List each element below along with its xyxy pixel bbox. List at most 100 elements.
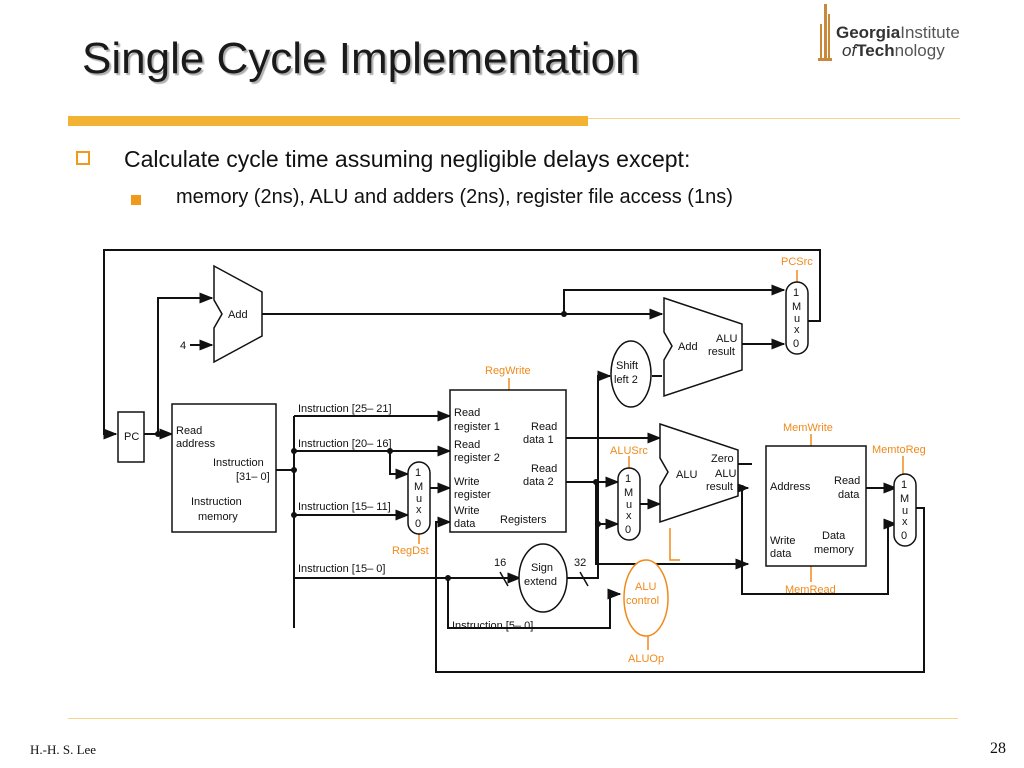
mux-label-x: x [416,504,422,516]
wire-funct [447,578,622,629]
signal-aluop: ALUOp [628,653,664,665]
logo-tech: Tech [856,41,894,60]
logo-institute: Institute [900,23,960,42]
main-alu [659,422,739,524]
wire-imm32 [566,518,620,579]
shift-left-2 [610,340,652,408]
signal-alusrc: ALUSrc [610,445,648,457]
pc-label: PC [124,431,139,443]
imem-name-1: Instruction [191,496,242,508]
reg-name: Registers [500,514,547,526]
branch-adder [663,296,743,398]
wire-rt-to-mux [389,451,410,480]
shift-label-1: Shift [616,360,638,372]
reg-rdata2-1: Read [531,463,557,475]
alu-zero-label: Zero [711,453,734,465]
reg-rdata2-2: data 2 [523,476,554,488]
mux-label-m: M [624,487,633,499]
alusrc-mux [617,467,641,541]
alu-result-1: ALU [715,468,736,480]
reg-wdata-2: data [454,518,476,530]
reg-rdata1-2: data 1 [523,434,554,446]
wire-pc-next [103,249,821,440]
label-instr-15-0: Instruction [15– 0] [298,563,385,575]
reg-read2-1: Read [454,439,480,451]
title-underline-bar [68,116,588,126]
wire-pc-to-add [157,292,214,434]
mux-label-0: 0 [625,524,631,536]
mux-label-x: x [626,510,632,522]
reg-read1-2: register 1 [454,421,500,433]
instruction-memory [171,403,277,533]
wire-imm-to-shift [597,370,612,524]
mux-label-0: 0 [415,518,421,530]
dmem-name-2: memory [814,544,854,556]
imem-read-2: address [176,438,216,450]
bus-width-32: 32 [574,557,586,569]
dmem-read-1: Read [834,475,860,487]
alu-result-2: result [706,481,733,493]
constant-four: 4 [180,340,186,352]
filled-square-bullet-icon [131,195,141,205]
pc-adder [213,264,263,364]
imem-instr-2: [31– 0] [236,471,270,483]
pc-register [117,411,145,463]
logo-georgia: Georgia [836,23,901,42]
reg-read1-1: Read [454,407,480,419]
mux-label-0: 0 [901,530,907,542]
register-file [449,389,567,533]
alu-label: ALU [676,469,697,481]
regdst-mux [407,461,431,535]
data-memory [765,445,867,567]
branch-adder-label: Add [678,341,698,353]
bus-width-ticks [499,571,589,587]
mux-label-u: u [794,313,800,325]
mux-label-m: M [792,301,801,313]
mux-label-m: M [900,493,909,505]
logo-of: of [842,41,858,60]
signal-memread: MemRead [785,584,836,596]
imem-read-1: Read [176,425,202,437]
dmem-write-1: Write [770,535,795,547]
sign-extend-2: extend [524,576,557,588]
svg-text:ofTechnology: ofTechnology [842,41,945,60]
bus-width-16: 16 [494,557,506,569]
imem-instr-1: Instruction [213,457,264,469]
alu-control-1: ALU [635,581,656,593]
tower-icon [818,4,832,61]
shift-label-2: left 2 [614,374,638,386]
slide-title: Single Cycle Implementation [82,34,640,83]
mux-label-1: 1 [415,467,421,479]
label-instr-15-11: Instruction [15– 11] [298,501,391,513]
branch-adder-result-1: ALU [716,333,737,345]
mux-label-1: 1 [793,287,799,299]
bullet-level-2: memory (2ns), ALU and adders (2ns), regi… [176,186,733,208]
mux-label-m: M [414,481,423,493]
sign-extend-1: Sign [531,562,553,574]
mux-label-1: 1 [901,479,907,491]
footer-divider [68,718,958,719]
reg-read2-2: register 2 [454,452,500,464]
memtoreg-mux [893,473,917,547]
reg-write-1: Write [454,476,479,488]
mux-label-u: u [902,505,908,517]
georgia-tech-logo: GeorgiaInstitute ofTechnology [818,4,960,61]
mux-label-x: x [902,516,908,528]
pc-adder-label: Add [228,309,248,321]
label-instr-25-21: Instruction [25– 21] [298,403,392,415]
pcsrc-mux [785,281,809,355]
svg-text:GeorgiaInstitute: GeorgiaInstitute [836,23,960,42]
mux-label-x: x [794,324,800,336]
signal-regwrite: RegWrite [485,365,531,377]
reg-wdata-1: Write [454,505,479,517]
wire-writeback [435,507,925,673]
mux-label-0: 0 [793,338,799,350]
branch-adder-result-2: result [708,346,735,358]
logo-nology: nology [895,41,946,60]
mux-label-u: u [416,493,422,505]
alu-control-2: control [626,595,659,607]
imem-name-2: memory [198,511,238,523]
page-number: 28 [990,740,1006,757]
bullet-level-1: Calculate cycle time assuming negligible… [124,146,691,172]
